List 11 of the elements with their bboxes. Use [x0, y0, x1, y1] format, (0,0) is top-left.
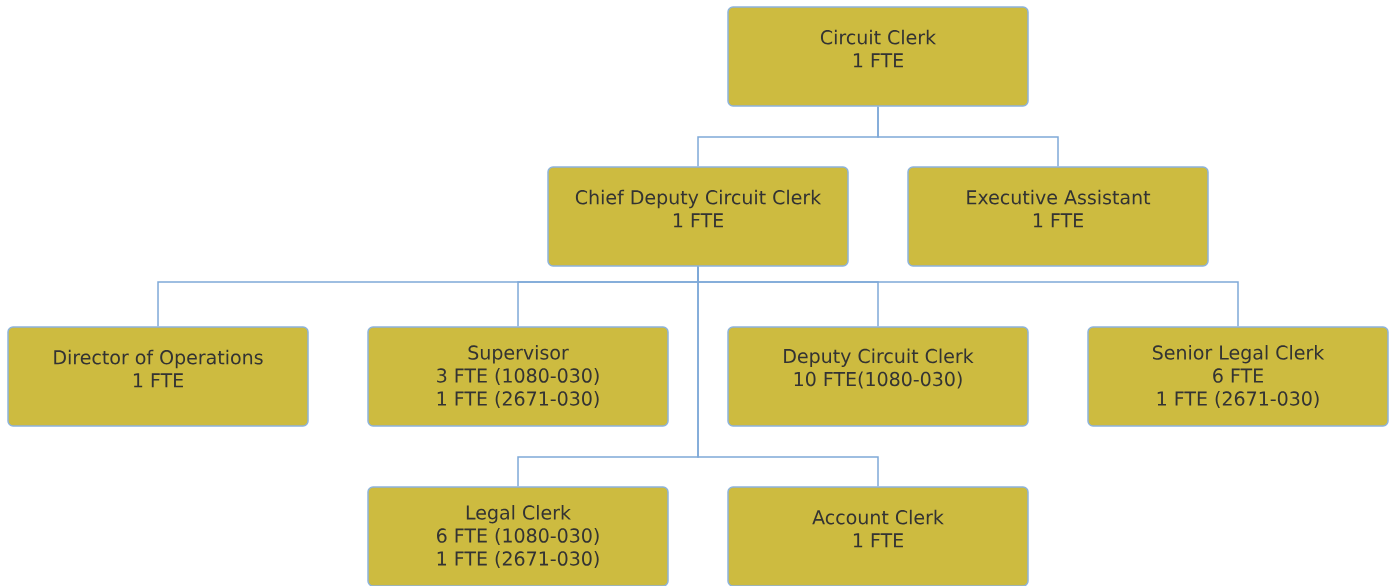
connector-line	[697, 266, 879, 487]
position-box: Executive Assistant 1 FTE	[907, 166, 1209, 267]
position-box: Supervisor 3 FTE (1080-030) 1 FTE (2671-030)	[367, 326, 669, 427]
position-box: Circuit Clerk 1 FTE	[727, 6, 1029, 107]
position-box: Director of Operations 1 FTE	[7, 326, 309, 427]
position-box: Chief Deputy Circuit Clerk 1 FTE	[547, 166, 849, 267]
position-box: Deputy Circuit Clerk 10 FTE(1080-030)	[727, 326, 1029, 427]
connector-line	[877, 106, 1059, 167]
position-box: Account Clerk 1 FTE	[727, 486, 1029, 586]
position-box: Senior Legal Clerk 6 FTE 1 FTE (2671-030)	[1087, 326, 1389, 427]
position-box: Legal Clerk 6 FTE (1080-030) 1 FTE (2671-030)	[367, 486, 669, 586]
